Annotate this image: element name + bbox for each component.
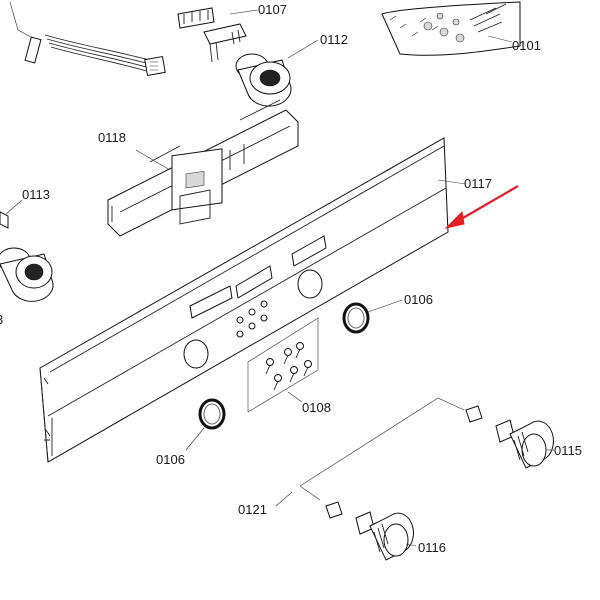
label-0115: 0115 (554, 443, 582, 458)
frame-bracket-0118: 0118 (98, 99, 299, 237)
label-0101: 0101 (512, 38, 541, 53)
knob-0115: 0115 (299, 397, 582, 487)
ring-0106-upper: 0106 (342, 292, 433, 334)
label-0116: 0116 (418, 540, 446, 555)
knob-sleeve-0113: 0113 (0, 187, 54, 302)
label-0112: 0112 (320, 32, 348, 47)
front-panel-0117: 0117 (39, 137, 492, 463)
label-0113: 0113 (22, 187, 50, 202)
label-0108: 0108 (302, 400, 331, 415)
red-arrow (444, 185, 519, 229)
callout-0121: 0121 (238, 491, 293, 517)
clip-part-0107: 0107 (177, 2, 287, 63)
label-clipped: 3 (0, 312, 3, 327)
label-0118: 0118 (98, 130, 126, 145)
wiring-harness (9, 1, 166, 77)
label-0117: 0117 (464, 176, 492, 191)
ring-0106-lower: 0106 (156, 398, 226, 467)
label-0106-lower: 0106 (156, 452, 185, 467)
button-pins-0108: 0108 (247, 317, 331, 415)
knob-sleeve-0112: 0112 (235, 32, 348, 107)
label-0107: 0107 (258, 2, 287, 17)
label-0121: 0121 (238, 502, 267, 517)
knob-0116: 0116 (299, 485, 446, 561)
control-module-0101: 0101 (381, 1, 541, 56)
label-0106-upper: 0106 (404, 292, 433, 307)
